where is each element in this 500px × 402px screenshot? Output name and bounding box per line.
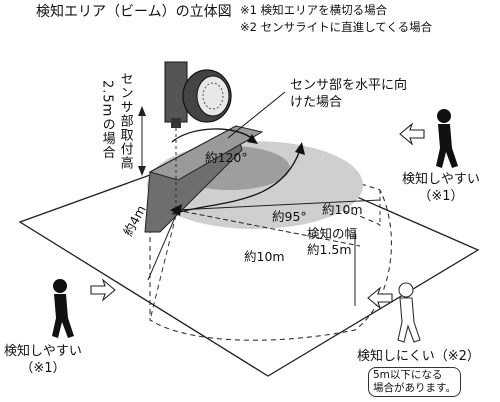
hard-detect-label: 検知しにくい（※2） [357,349,480,364]
easy-detect-right: 検知しやすい （※1） [402,172,480,206]
arc-95 [171,149,301,215]
note-1: ※1 検知エリアを横切る場合 [240,3,388,17]
easy-detect-left-note: （※1） [20,360,66,376]
mount-height-arrow-bottom [138,166,146,176]
arrow-hard-approach [367,286,393,310]
angle-95-label: 約95° [272,209,307,224]
beam-ray-d10a [175,199,381,211]
distance-10m-lower: 約10m [244,249,285,264]
mount-height-label: センサ部取付高 [117,72,133,170]
mount-height-value: 2.5mの場合 [99,80,115,160]
person-hard [397,282,421,343]
beam-ray-left [149,214,177,321]
easy-detect-right-note: （※1） [418,188,464,204]
note-2: ※2 センサライトに直進してくる場合 [240,20,433,34]
easy-detect-right-label: 検知しやすい [402,172,480,187]
person-left [52,279,74,338]
mount-height-arrow-top [138,106,146,116]
sensor-lamp-lens [196,75,230,117]
arrow-right-approach [399,122,425,146]
diagram-title: 検知エリア（ビーム）の立体図 [36,4,232,20]
hard-detect-note-line1: 5m以下になる [373,369,443,381]
easy-detect-left-label: 検知しやすい [4,344,82,359]
beam-ray-d10b [175,209,361,247]
horizontal-callout: センサ部を水平に向けた場合 [290,78,408,110]
wall-top-face [148,125,264,181]
angle-120-label: 約120° [205,150,248,165]
sensor-light [164,61,232,128]
person-right [436,109,458,168]
easy-detect-left: 検知しやすい （※1） [4,344,82,378]
hard-detect-note-line2: 場合があります。 [373,382,456,395]
beam-ray-d4 [147,214,177,281]
detection-width-value: 約1.5m [307,242,352,258]
ray-arrowhead [170,204,182,216]
hard-detect-note: 5m以下になる 場合があります。 [368,367,461,398]
detection-width-title: 検知の幅 [307,226,358,241]
arrow-left-approach [90,278,116,302]
callout-leader [227,91,286,139]
arc-120 [171,128,255,143]
distance-10m-upper: 約10m [322,202,363,217]
detection-width-label: 検知の幅 約1.5m [307,226,357,259]
